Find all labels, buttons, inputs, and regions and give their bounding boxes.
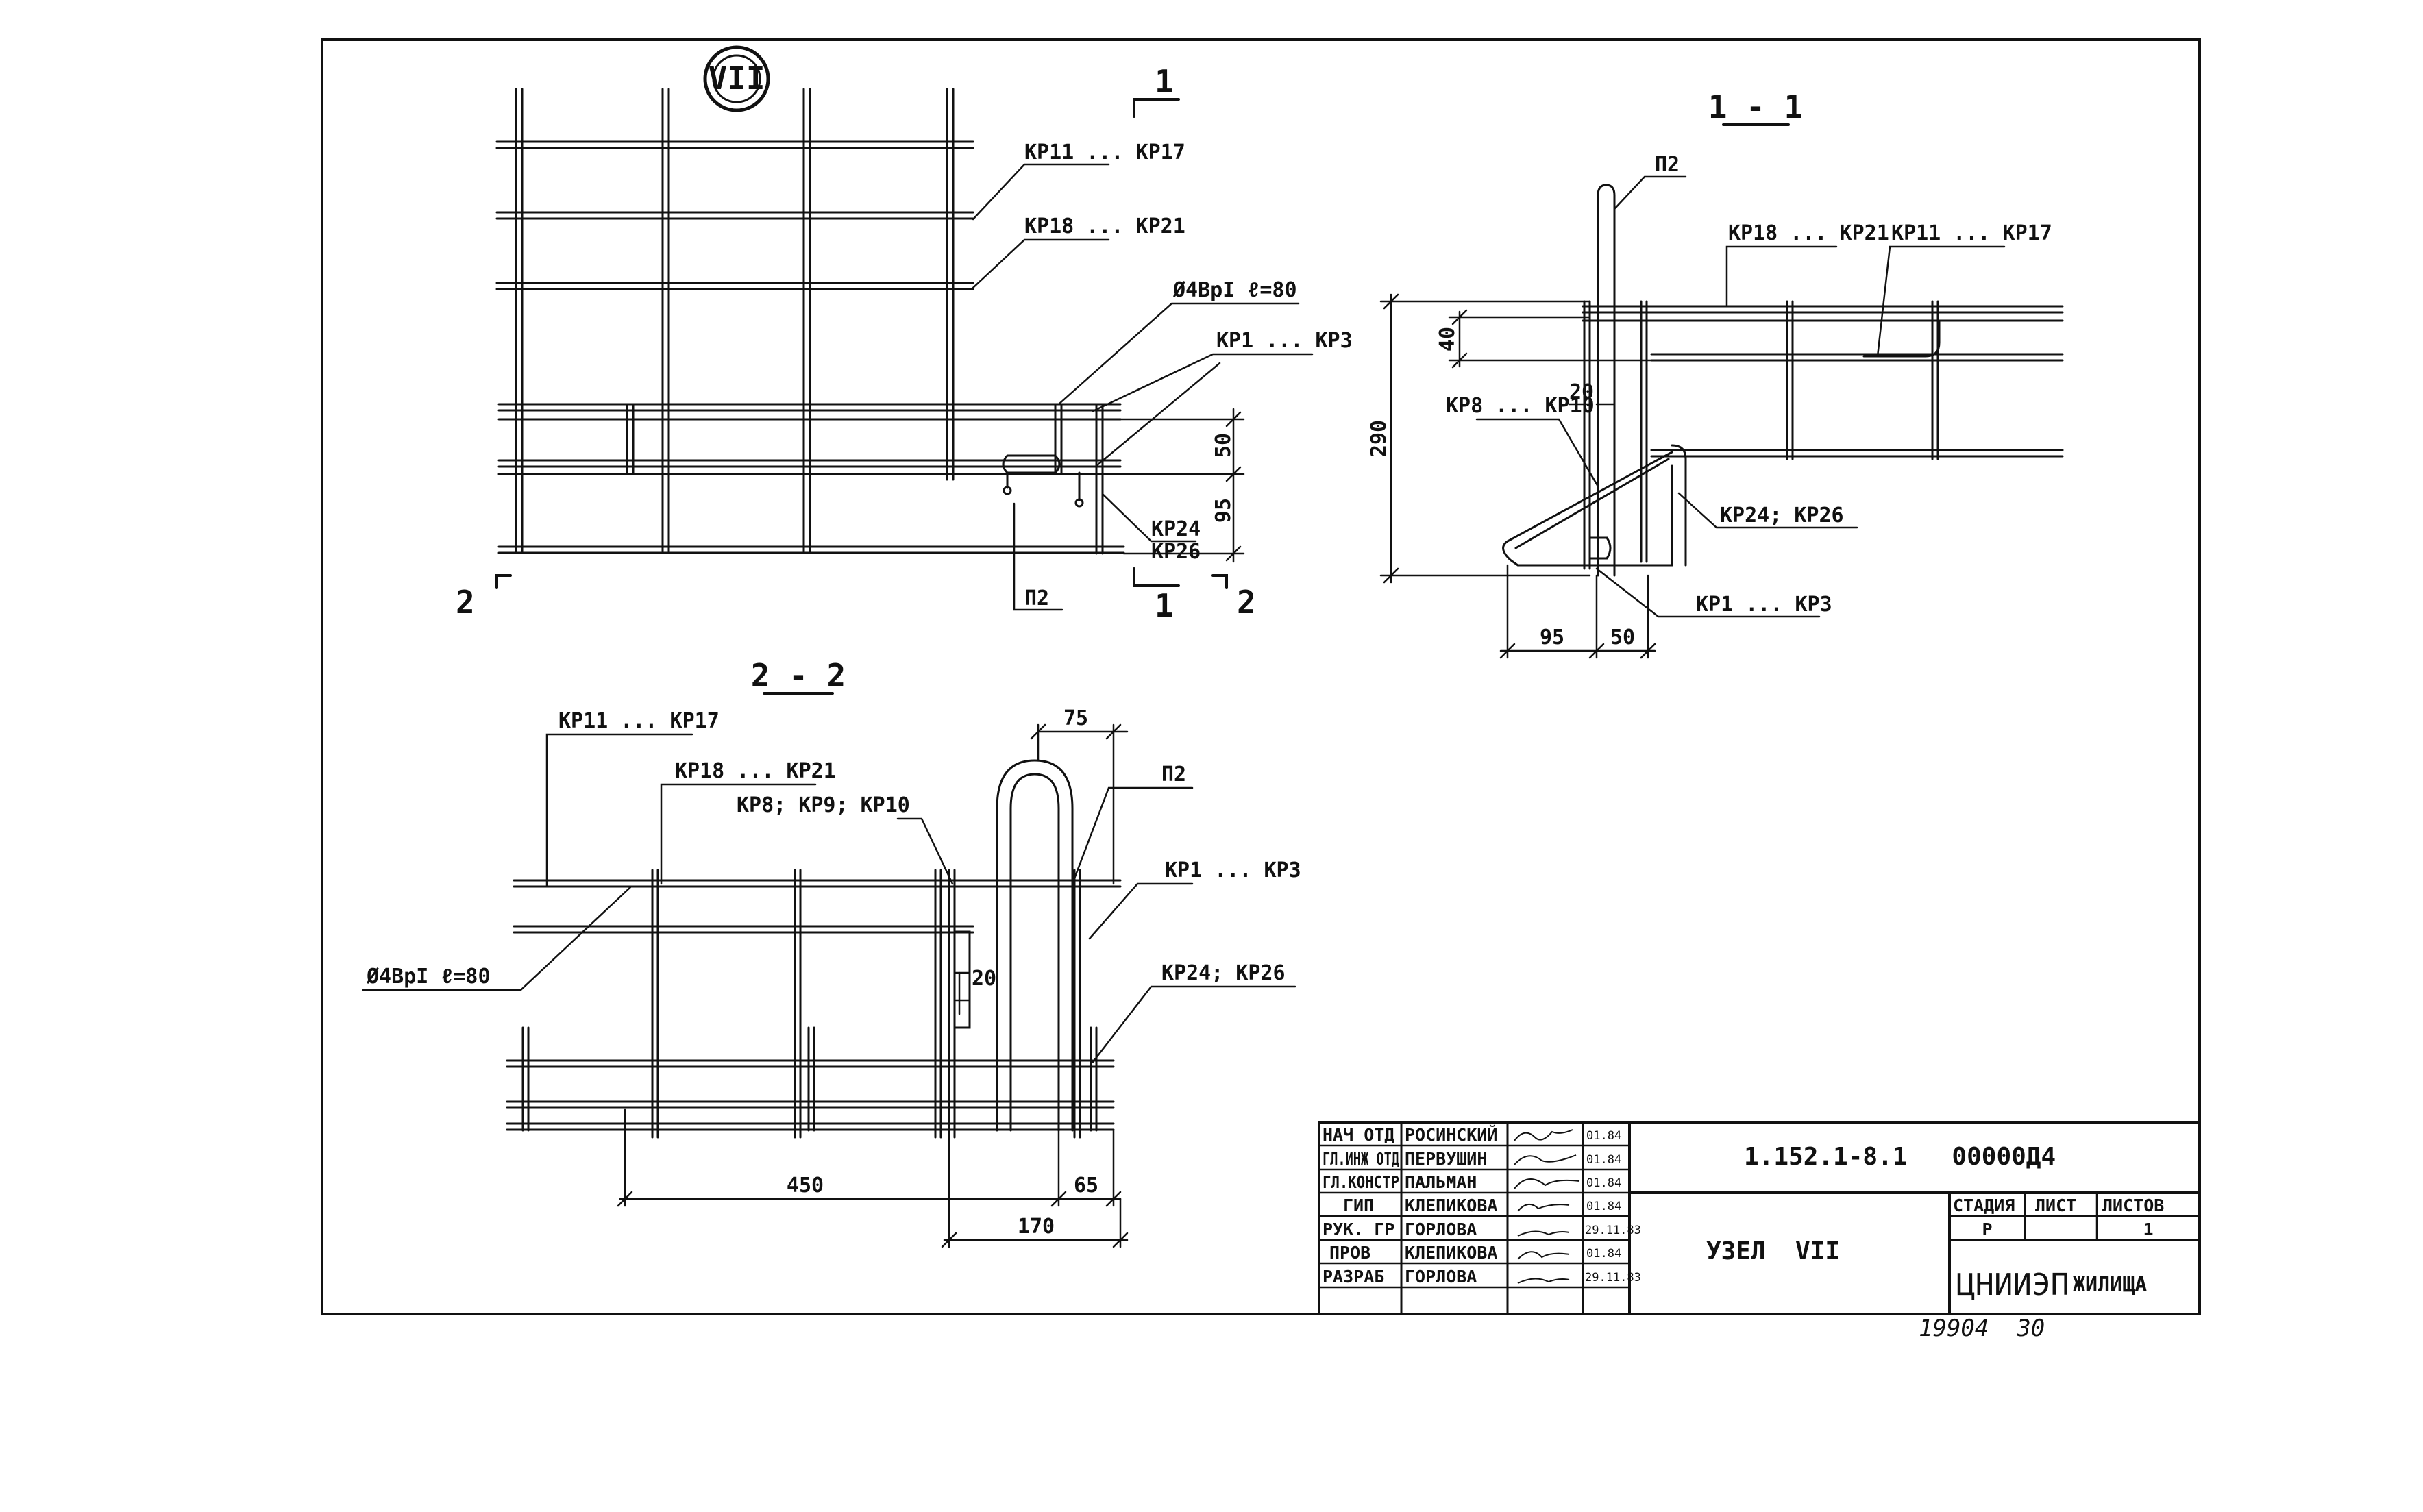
plan-section-mark-1-top: 1 [1155, 63, 1174, 100]
tb-stage-value: Р [1982, 1219, 1992, 1239]
plan-section-mark-1-bottom: 1 [1155, 587, 1174, 624]
title-block-text: НАЧ ОТД РОСИНСКИЙ 01.84 ГЛ.ИНЖ ОТД ПЕРВУ… [1323, 1125, 2164, 1302]
plan-label-p2: П2 [1024, 586, 1049, 610]
tb-name-2: ПАЛЬМАН [1405, 1172, 1477, 1192]
plan-text: VII КР11 ... КР17 КР18 ... КР21 Ø4ВрI ℓ=… [456, 60, 1353, 624]
section-1-1 [1379, 123, 2064, 659]
tb-sheets-header: ЛИСТОВ [2102, 1195, 2164, 1215]
s11-title: 1 - 1 [1708, 88, 1803, 125]
s22-dim-170: 170 [1018, 1215, 1055, 1239]
s22-dim-65: 65 [1074, 1174, 1098, 1198]
plan-studs [626, 403, 1104, 555]
plan-label-kr11: КР11 ... КР17 [1024, 140, 1185, 164]
s11-dim-95: 95 [1540, 625, 1564, 649]
tb-stage-header: СТАДИЯ [1953, 1195, 2015, 1215]
s22-label-kr24: КР24; КР26 [1161, 961, 1286, 985]
plan-section-mark-2-right: 2 [1237, 584, 1256, 621]
s11-dim-290: 290 [1367, 420, 1391, 457]
tb-name-0: РОСИНСКИЙ [1405, 1125, 1497, 1145]
tb-sheet-header: ЛИСТ [2035, 1195, 2076, 1215]
plan-dim-50: 50 [1212, 433, 1235, 458]
s11-label-p2: П2 [1655, 153, 1680, 177]
plan-dim-95: 95 [1212, 498, 1235, 523]
plan-leaders [972, 163, 1314, 611]
plan-view [495, 45, 1314, 611]
drawing-frame [321, 38, 2201, 1315]
section-2-2 [362, 692, 1296, 1248]
s22-dim-75: 75 [1063, 706, 1088, 730]
s11-dim-20: 20 [1569, 380, 1594, 404]
s22-label-kr8: КР8; КР9; КР10 [737, 793, 910, 817]
node-badge-outer [703, 45, 770, 112]
tb-role-0: НАЧ ОТД [1323, 1125, 1394, 1145]
s22-label-kr11: КР11 ... КР17 [558, 709, 719, 733]
tb-date-5: 01.84 [1586, 1247, 1621, 1261]
plan-dim-chain [1116, 408, 1245, 563]
s22-label-kr18: КР18 ... КР21 [675, 759, 836, 783]
plan-section-mark-2-left: 2 [456, 584, 475, 621]
s22-dim-450: 450 [787, 1174, 824, 1198]
section-1-1-text: 1 - 1 П2 КР18 ... КР21 КР11 ... КР17 КР8… [1367, 88, 2052, 649]
s11-loop-p2 [1597, 184, 1616, 577]
s11-label-kr18: КР18 ... КР21 [1728, 221, 1889, 245]
plan-label-kr26: КР26 [1151, 540, 1201, 564]
s22-label-kr1: КР1 ... КР3 [1165, 858, 1301, 882]
s22-title: 2 - 2 [751, 657, 846, 694]
tb-role-6: РАЗРАБ [1323, 1267, 1384, 1287]
plan-lower-bars [497, 403, 1125, 554]
s11-label-kr11: КР11 ... КР17 [1891, 221, 2052, 245]
tb-date-1: 01.84 [1586, 1153, 1621, 1167]
s22-dims [617, 723, 1129, 1248]
s22-loop-p2 [996, 759, 1074, 1132]
s22-dim-20: 20 [972, 967, 996, 991]
tb-role-3: ГИП [1343, 1195, 1374, 1215]
tb-date-0: 01.84 [1586, 1129, 1621, 1143]
tb-date-6: 29.11.83 [1585, 1271, 1641, 1285]
archive-number: 19904 30 [1919, 1315, 2045, 1342]
s11-dim-40: 40 [1436, 327, 1460, 351]
plan-label-kr24: КР24 [1151, 517, 1201, 541]
s11-label-kr1: КР1 ... КР3 [1696, 593, 1832, 617]
tb-node-title: УЗЕЛ VII [1706, 1237, 1840, 1265]
tb-document-code: 1.152.1-8.1 00000Д4 [1744, 1143, 2056, 1171]
tb-org-sub: ЖИЛИЩА [2073, 1273, 2147, 1297]
tb-role-2: ГЛ.КОНСТР [1323, 1172, 1399, 1192]
tb-sheets-value: 1 [2143, 1219, 2153, 1239]
tb-role-1: ГЛ.ИНЖ ОТД [1323, 1149, 1399, 1169]
s22-label-p2: П2 [1161, 763, 1186, 786]
tb-org-main: ЦНИИЭП [1956, 1267, 2069, 1302]
tb-name-3: КЛЕПИКОВА [1405, 1195, 1497, 1215]
plan-label-kr1: КР1 ... КР3 [1216, 329, 1353, 353]
tb-name-4: ГОРЛОВА [1405, 1219, 1477, 1239]
tb-name-6: ГОРЛОВА [1405, 1267, 1477, 1287]
plan-section-marks [495, 98, 1228, 589]
s22-label-rod: Ø4ВрI ℓ=80 [366, 965, 491, 989]
s11-label-kr24: КР24; КР26 [1720, 504, 1844, 528]
node-badge-text: VII [708, 60, 765, 97]
plan-label-kr18: КР18 ... КР21 [1024, 214, 1185, 238]
tb-role-4: РУК. ГР [1323, 1219, 1394, 1239]
plan-label-rod: Ø4ВрI ℓ=80 [1172, 278, 1297, 302]
s11-hook-kr24 [1502, 451, 1673, 567]
node-badge-inner [712, 54, 761, 103]
title-block [1318, 1121, 2201, 1315]
plan-upper-bars [495, 140, 974, 290]
tb-date-4: 29.11.83 [1585, 1224, 1641, 1237]
s11-label-kr8: КР8 ... КР10 [1446, 394, 1595, 418]
tb-date-2: 01.84 [1586, 1176, 1621, 1190]
s11-dim-50: 50 [1610, 625, 1635, 649]
tb-name-1: ПЕРВУШИН [1405, 1149, 1487, 1169]
tb-role-5: ПРОВ [1329, 1243, 1370, 1263]
tb-date-3: 01.84 [1586, 1200, 1621, 1213]
plan-loop-p2 [1002, 454, 1061, 474]
signatures [1514, 1129, 1580, 1284]
s11-dims [1379, 293, 1656, 659]
tb-name-5: КЛЕПИКОВА [1405, 1243, 1497, 1263]
section-2-2-text: 2 - 2 КР11 ... КР17 КР18 ... КР21 КР8; К… [366, 657, 1301, 1239]
